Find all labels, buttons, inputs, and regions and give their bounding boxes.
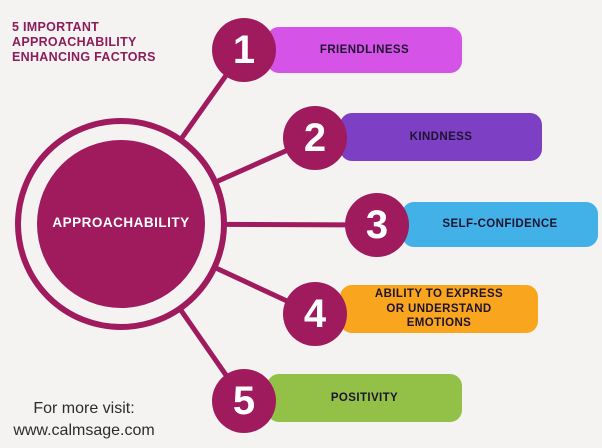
factor-label-express-emotions: ABILITY TO EXPRESS OR UNDERSTAND EMOTION…: [374, 288, 504, 330]
factor-number-badge-4: 4: [283, 282, 347, 346]
factor-number-badge-5: 5: [212, 369, 276, 433]
factor-label-positivity: POSITIVITY: [330, 391, 399, 404]
factor-label-self-confidence: SELF-CONFIDENCE: [442, 218, 558, 231]
factor-bar-kindness: KINDNESS: [340, 113, 542, 161]
factor-bar-express-emotions: ABILITY TO EXPRESS OR UNDERSTAND EMOTION…: [340, 285, 538, 333]
factor-number-badge-3: 3: [345, 193, 409, 257]
factor-bar-self-confidence: SELF-CONFIDENCE: [402, 202, 598, 247]
footer-credit: For more visit: www.calmsage.com: [0, 398, 168, 442]
center-circle: [37, 140, 205, 308]
factor-bar-friendliness: FRIENDLINESS: [267, 27, 462, 73]
page-title: 5 IMPORTANT APPROACHABILITY ENHANCING FA…: [12, 20, 156, 64]
factor-number-badge-2: 2: [283, 106, 347, 170]
factor-number-badge-1: 1: [212, 18, 276, 82]
factor-label-friendliness: FRIENDLINESS: [319, 43, 410, 56]
factor-label-kindness: KINDNESS: [409, 130, 473, 143]
center-circle-label: APPROACHABILITY: [52, 215, 190, 230]
footer-line-1: For more visit:: [33, 400, 135, 417]
footer-url: www.calmsage.com: [13, 422, 155, 439]
factor-bar-positivity: POSITIVITY: [267, 374, 462, 422]
